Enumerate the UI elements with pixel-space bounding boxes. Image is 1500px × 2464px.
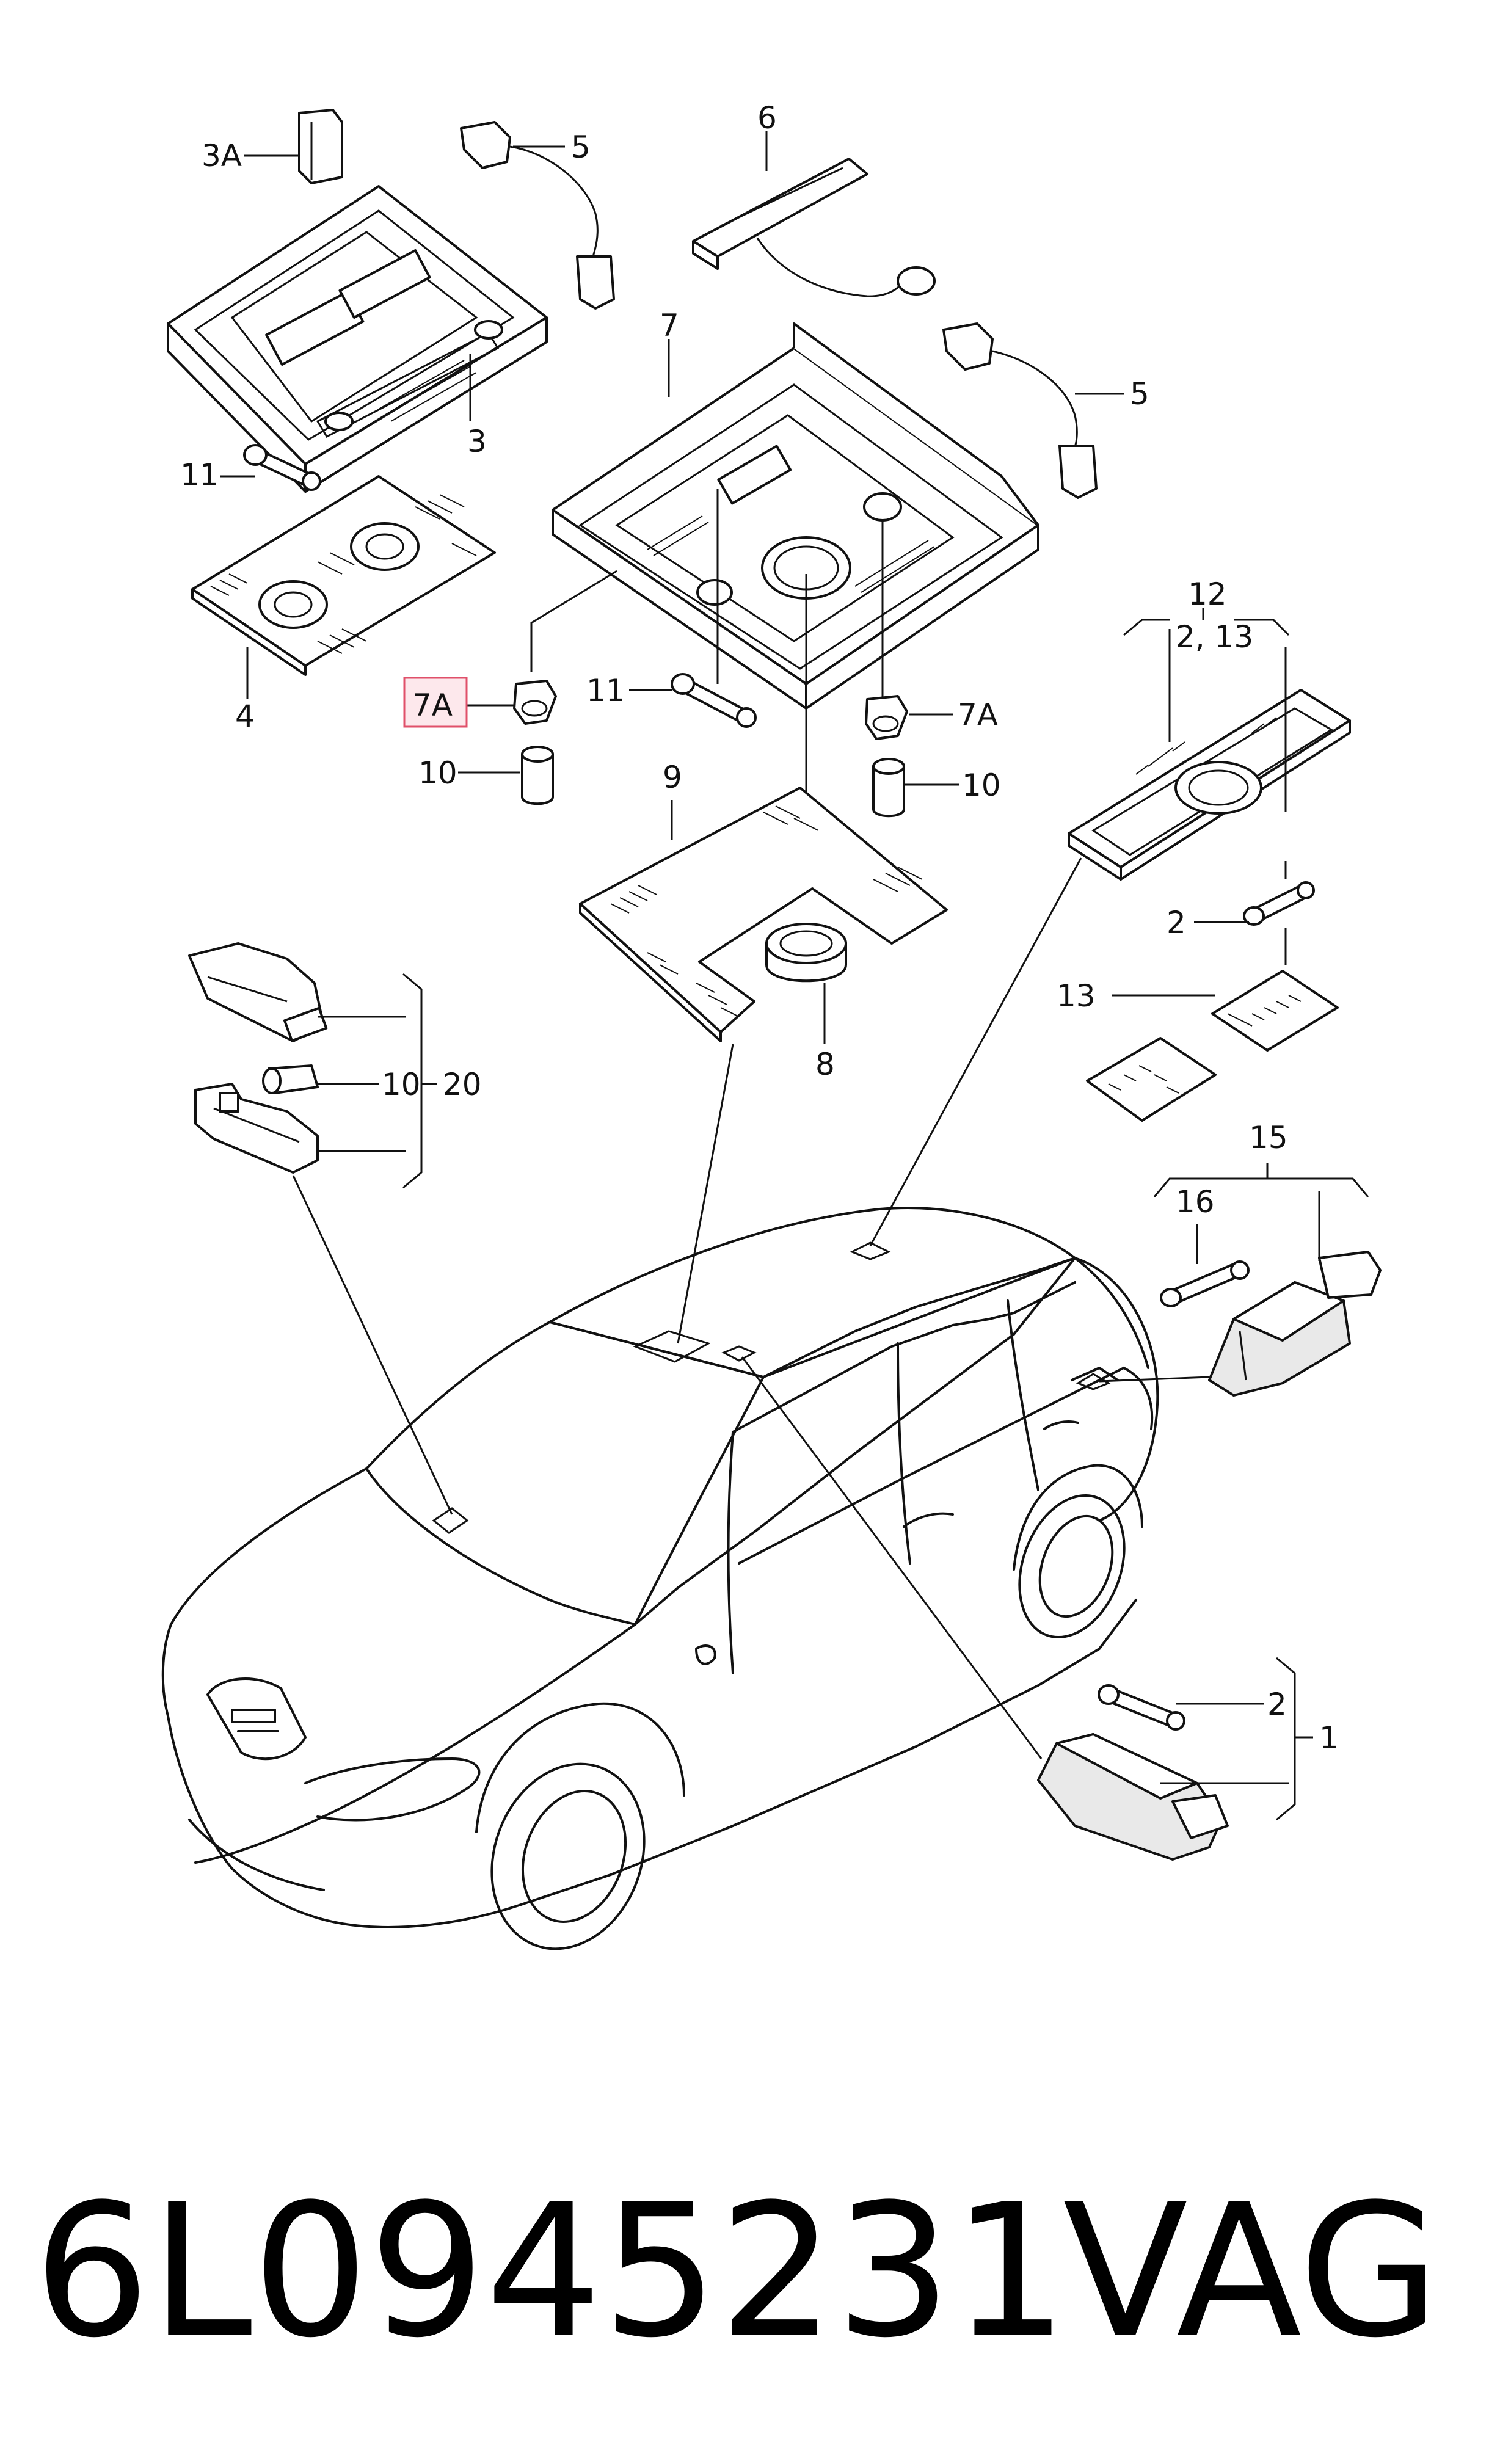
leader-7-to-7A: [530, 570, 617, 672]
label-7A-right: 7A: [958, 697, 998, 733]
label-7: 7: [660, 308, 679, 343]
part-11-bulb-left: [243, 444, 321, 491]
part-11-bulb-middle: [671, 673, 757, 728]
label-8: 8: [815, 1047, 835, 1082]
footer: 6L0945231 VAG: [0, 2150, 1500, 2394]
part-number: 6L0945231: [34, 2165, 1069, 2378]
label-20: 20: [443, 1067, 482, 1102]
label-2-upper: 2: [1167, 905, 1186, 940]
leader-9-to-car: [677, 1044, 734, 1344]
location-marker-roof-center: [633, 1330, 711, 1363]
bracket-20: [402, 973, 423, 1189]
label-5-upper: 5: [571, 129, 591, 165]
part-3-light-housing: [167, 185, 548, 493]
car-outline: [161, 1207, 1159, 1950]
label-6: 6: [757, 100, 777, 136]
label-5-right: 5: [1130, 376, 1149, 412]
part-7-roof-console: [552, 322, 1039, 710]
part-1-boot-light: [1037, 1733, 1229, 1861]
part-2-bulb-lower: [1098, 1684, 1185, 1731]
bracket-1: [1276, 1657, 1296, 1821]
label-10-right: 10: [962, 768, 1001, 803]
parts-diagram: 3A 5 6 3 7 5 11 4 7A 11 7A 10 10 9 12 2,…: [161, 100, 1382, 1950]
part-15-door-light: [1208, 1251, 1382, 1397]
label-10-left: 10: [418, 755, 457, 791]
leader-12-to-car: [869, 857, 1082, 1246]
label-13: 13: [1057, 978, 1096, 1014]
brand-name: VAG: [1063, 2165, 1441, 2378]
bracket-12: [1123, 619, 1290, 636]
label-3: 3: [467, 424, 487, 459]
part-10-bulb-right: [872, 758, 905, 818]
bracket-15: [1153, 1177, 1369, 1197]
part-7A-socket-right: [865, 695, 908, 740]
label-2-lower: 2: [1267, 1687, 1287, 1722]
label-10-glovebox: 10: [382, 1067, 421, 1102]
label-9: 9: [663, 760, 682, 795]
leader-20-to-car: [292, 1175, 453, 1515]
location-marker-roof-middle: [721, 1345, 757, 1362]
label-16: 16: [1176, 1184, 1215, 1219]
part-13-lens-upper: [1211, 970, 1339, 1052]
label-11-middle: 11: [586, 673, 625, 708]
location-marker-roof-rear: [850, 1241, 891, 1260]
part-5-cable-upper: [460, 121, 615, 310]
leader-15-to-car: [1099, 1376, 1210, 1383]
part-16-bulb: [1160, 1260, 1250, 1307]
part-12-rear-light: [1068, 689, 1351, 881]
part-8-lamp-lens: [765, 923, 847, 983]
location-marker-front: [432, 1507, 469, 1534]
label-1: 1: [1319, 1720, 1339, 1756]
part-20-bulb: [262, 1064, 319, 1094]
label-3A: 3A: [202, 138, 242, 173]
part-10-bulb-left: [521, 746, 554, 805]
label-12: 12: [1188, 576, 1227, 612]
part-3A-connector: [298, 109, 343, 184]
part-13-lens-lower: [1086, 1037, 1217, 1122]
label-11-left: 11: [180, 457, 219, 493]
label-4: 4: [235, 699, 255, 734]
part-7A-socket-left: [513, 680, 557, 725]
label-2-13: 2, 13: [1176, 619, 1253, 655]
part-9-lens-cover: [579, 787, 948, 1042]
label-15: 15: [1249, 1120, 1288, 1155]
part-2-bulb-upper: [1243, 881, 1315, 926]
part-20-switch-housing: [194, 1083, 319, 1174]
part-20-lamp-housing: [188, 942, 328, 1042]
label-7A-highlighted: 7A: [412, 688, 453, 723]
highlight-box-7A: [403, 677, 468, 728]
location-marker-rear-door: [1076, 1373, 1111, 1390]
part-6-bracket: [692, 158, 936, 297]
part-4-lens-cover: [191, 475, 496, 676]
part-5-cable-right: [942, 322, 1098, 499]
leader-1-to-car: [741, 1356, 1043, 1759]
